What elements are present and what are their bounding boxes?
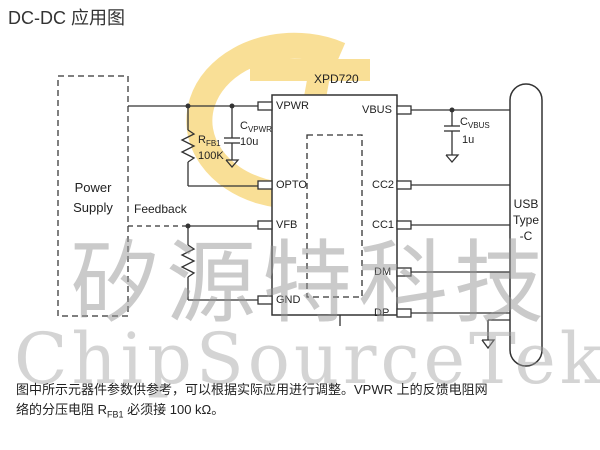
cap-vbus-sub: VBUS [467,121,490,131]
caption-pre: 络的分压电阻 R [16,402,108,417]
caption-line1: 图中所示元器件参数供参考，可以根据实际应用进行调整。VPWR 上的反馈电阻网 [16,382,488,397]
watermark-english: ChipSourceTek [14,318,600,400]
caption-post: 必须接 100 kΩ。 [123,402,225,417]
pin-vpwr: VPWR [276,100,309,112]
wires [128,105,515,350]
cap-vpwr-name: C [240,120,248,132]
power-supply-line2: Supply [73,200,113,215]
resistor-name: R [198,134,206,146]
pin-vbus: VBUS [362,104,392,116]
watermark-chinese: 矽源特科技 [70,231,550,336]
caption-sub: FB1 [107,409,124,420]
cap-vpwr-label: CVPWR [240,120,272,134]
caption-line2: 络的分压电阻 RFB1 必须接 100 kΩ。 [16,400,588,425]
power-supply-label: Power Supply [60,178,126,218]
resistor-label: RFB1 [198,134,221,148]
feedback-label: Feedback [134,202,187,216]
opto-dashed-box [306,134,363,298]
cap-vpwr-value: 10u [240,136,259,148]
cap-vbus-name: C [460,116,468,128]
resistor-value: 100K [198,150,224,162]
usb-label: USB Type -C [510,196,542,244]
cap-vpwr-sub: VPWR [247,125,272,135]
caption: 图中所示元器件参数供参考，可以根据实际应用进行调整。VPWR 上的反馈电阻网 络… [16,380,588,425]
usb-line2: Type [512,213,539,227]
pin-opto: OPTO [276,179,307,191]
power-supply-box [57,75,129,317]
pin-dp: DP [374,307,390,319]
junction-dots [185,103,455,229]
diagram-title: DC-DC 应用图 [8,8,125,28]
cap-vbus-label: CVBUS [460,116,490,130]
resistor-sub: FB1 [205,139,221,149]
pin-dm: DM [374,266,392,278]
pin-cc2: CC2 [372,179,395,191]
pin-vfb: VFB [276,219,298,231]
usb-line1: USB [513,197,539,211]
chip-name: XPD720 [314,72,359,86]
usb-connector [509,83,543,367]
usb-line3: -C [519,229,533,243]
pin-cc1: CC1 [372,219,395,231]
left-pins [257,101,273,305]
power-supply-line1: Power [74,180,112,195]
chip-box [271,94,398,316]
pin-gnd: GND [276,294,301,306]
cap-vbus-value: 1u [462,134,475,146]
right-pins [396,105,412,318]
